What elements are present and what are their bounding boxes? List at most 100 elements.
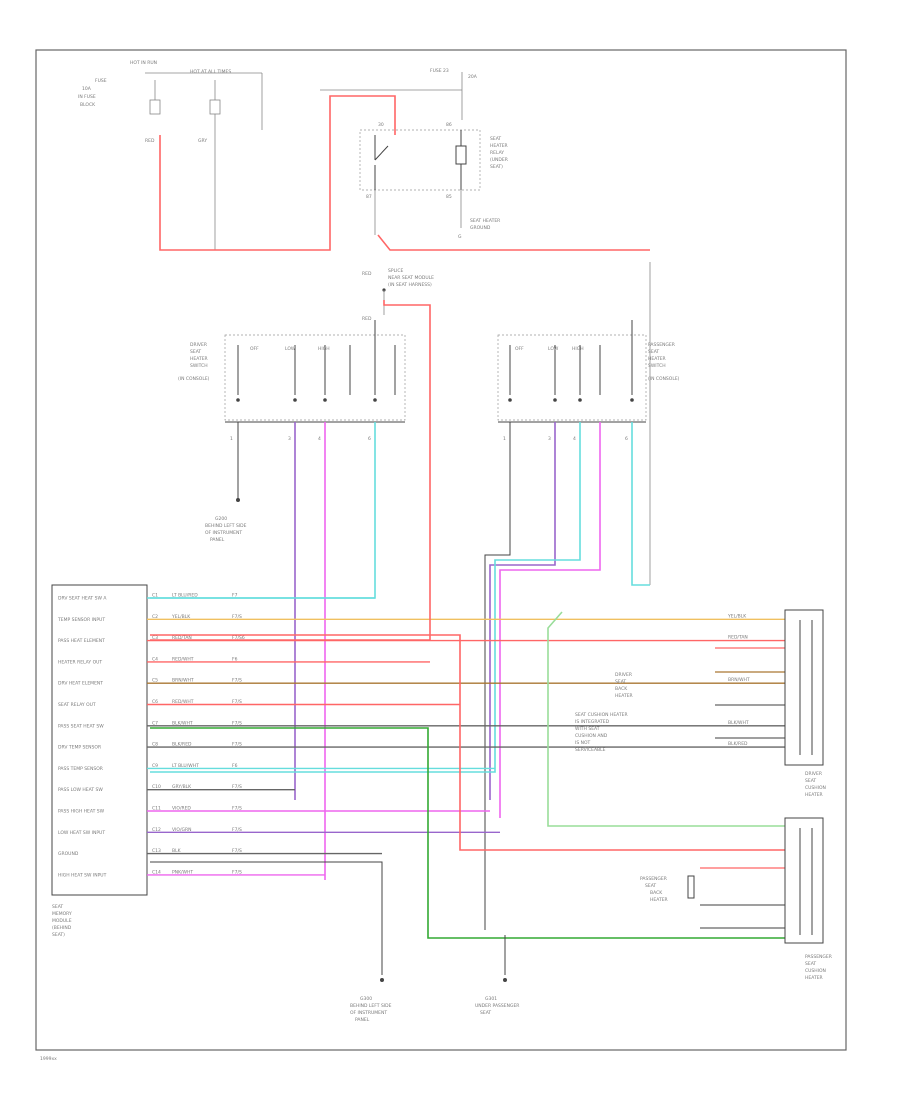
fuse-left-label: FUSE 10A IN FUSE BLOCK (78, 78, 107, 108)
module-pin-label: HEATER RELAY OUT (58, 659, 102, 665)
svg-text:G200: G200 (215, 516, 227, 522)
module-pin-label: TEMP SENSOR INPUT (57, 617, 105, 623)
svg-text:6: 6 (368, 436, 371, 442)
module-wire-code: F7/S (232, 806, 242, 812)
module-wire-color: YEL/BLK (171, 614, 191, 620)
module-pin-number: C1 (152, 593, 158, 599)
module-wire-color: LT BLU/WHT (172, 763, 199, 769)
svg-text:SEAT: SEAT (648, 349, 659, 355)
svg-text:87: 87 (366, 194, 372, 200)
svg-text:HEATER: HEATER (650, 897, 668, 903)
module-pin-label: GROUND (58, 851, 79, 857)
driver-seat-heater-switch: DRIVER SEAT HEATER SWITCH (IN CONSOLE) O… (178, 320, 406, 442)
footer-code: 1999xx (40, 1056, 57, 1062)
svg-text:G300: G300 (360, 996, 372, 1002)
svg-text:(BEHIND: (BEHIND (52, 925, 72, 931)
ground-label-3: G301 UNDER PASSENGER SEAT (475, 996, 519, 1016)
svg-text:MEMORY: MEMORY (52, 911, 72, 917)
svg-text:SWITCH: SWITCH (190, 363, 208, 369)
svg-text:OF INSTRUMENT: OF INSTRUMENT (350, 1010, 387, 1016)
ground-label-1: G200 BEHIND LEFT SIDE OF INSTRUMENT PANE… (205, 516, 247, 543)
svg-text:SEAT: SEAT (645, 883, 656, 889)
splice-note: SPLICE NEAR SEAT MODULE (IN SEAT HARNESS… (382, 268, 434, 292)
svg-text:SEAT: SEAT (615, 679, 626, 685)
module-wire-color: VIO/RED (172, 806, 191, 812)
module-pin-number: C12 (152, 827, 161, 833)
module-pin-number: C13 (152, 848, 161, 854)
heater-wire-color: YEL/BLK (727, 613, 747, 619)
svg-text:DRIVER: DRIVER (190, 342, 207, 348)
svg-text:(IN CONSOLE): (IN CONSOLE) (648, 376, 680, 382)
svg-text:GROUND: GROUND (470, 225, 491, 231)
svg-text:4: 4 (573, 436, 576, 442)
svg-text:RED: RED (145, 138, 155, 144)
module-wire-color: GRY/BLK (172, 784, 192, 790)
svg-text:CUSHION: CUSHION (805, 785, 826, 791)
svg-text:SEAT CUSHION HEATER: SEAT CUSHION HEATER (575, 712, 628, 718)
svg-text:BEHIND LEFT SIDE: BEHIND LEFT SIDE (205, 523, 247, 529)
module-wire-color: RED/WHT (172, 699, 194, 705)
svg-text:1: 1 (503, 436, 506, 442)
module-wire-code: F7/S (232, 614, 242, 620)
lime-wire (547, 611, 785, 827)
green-wire (150, 727, 785, 939)
module-wire-code: F7/S6 (232, 635, 245, 641)
module-pin-number: C2 (152, 614, 158, 620)
svg-text:PANEL: PANEL (210, 537, 225, 543)
module-pin-number: C8 (152, 742, 158, 748)
svg-text:HEATER: HEATER (805, 792, 823, 798)
svg-text:LOW: LOW (548, 346, 559, 352)
module-wire-code: F6 (232, 763, 238, 769)
red-wire-relay-output (377, 234, 650, 251)
heater-wire-color: BLK/WHT (728, 720, 749, 726)
svg-text:HIGH: HIGH (318, 346, 330, 352)
svg-text:1: 1 (230, 436, 233, 442)
red-wire-relay-feed (159, 95, 396, 251)
module-pin-number: C4 (152, 656, 158, 662)
svg-text:SEAT: SEAT (805, 778, 816, 784)
svg-text:SEAT: SEAT (190, 349, 201, 355)
svg-text:3: 3 (288, 436, 291, 442)
module-pin-number: C10 (152, 784, 161, 790)
svg-text:(IN SEAT HARNESS): (IN SEAT HARNESS) (388, 282, 432, 288)
module-pin-label: HIGH HEAT SW INPUT (58, 872, 107, 878)
svg-text:BACK: BACK (650, 890, 663, 896)
svg-text:IS INTEGRATED: IS INTEGRATED (575, 719, 610, 725)
diagram-border (35, 49, 847, 1051)
module-wire-code: F7/S (232, 848, 242, 854)
module-wire-color: VIO/GRN (172, 827, 191, 833)
module-wire-code: F7/S (232, 678, 242, 684)
svg-text:3: 3 (548, 436, 551, 442)
svg-text:OF INSTRUMENT: OF INSTRUMENT (205, 530, 242, 536)
module-wire-color: BLK (172, 848, 182, 854)
module-pin-label: PASS SEAT HEAT SW (58, 723, 104, 729)
svg-text:SEAT): SEAT) (52, 932, 65, 938)
module-pin-label: LOW HEAT SW INPUT (58, 830, 105, 836)
svg-text:BLOCK: BLOCK (80, 102, 96, 108)
module-pin-label: PASS LOW HEAT SW (58, 787, 103, 793)
svg-text:FUSE: FUSE (95, 78, 107, 84)
svg-text:HEATER: HEATER (615, 693, 633, 699)
module-pin-label: PASS HIGH HEAT SW (58, 809, 105, 815)
module-pin-number: C3 (152, 635, 158, 641)
svg-text:30: 30 (378, 122, 384, 128)
svg-text:OFF: OFF (515, 346, 524, 352)
svg-text:GRY: GRY (198, 138, 207, 144)
svg-text:MODULE: MODULE (52, 918, 72, 924)
module-wire-color: PNK/WHT (172, 869, 193, 875)
module-wire-color: BLK/WHT (172, 720, 193, 726)
svg-text:WITH SEAT: WITH SEAT (575, 726, 600, 732)
svg-text:PASSENGER: PASSENGER (805, 954, 832, 960)
svg-text:CUSHION: CUSHION (805, 968, 826, 974)
module-wire-color: BRN/WHT (172, 678, 194, 684)
module-wire-color: RED/WHT (172, 656, 194, 662)
svg-text:4: 4 (318, 436, 321, 442)
svg-text:CUSHION AND: CUSHION AND (575, 733, 608, 739)
svg-text:HEATER: HEATER (190, 356, 208, 362)
svg-text:10A: 10A (82, 86, 92, 92)
heater-wire-color: BLK/RED (728, 741, 748, 747)
svg-text:IN FUSE: IN FUSE (78, 94, 96, 100)
